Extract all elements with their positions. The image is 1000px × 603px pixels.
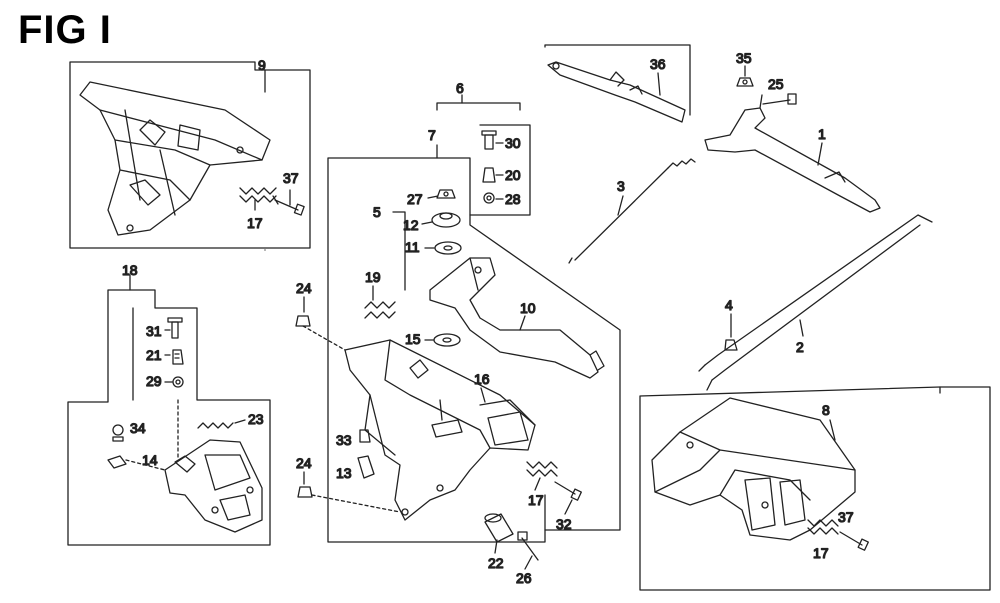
part-37-screw [272,195,305,216]
part-25-bolt [762,93,797,105]
part-20-clip [482,167,496,183]
group-9-frame [69,61,311,249]
callout-2: 2 [796,339,804,355]
part-24-bolt-bottom [297,486,401,513]
part-33-clip [359,429,371,443]
group-7-frame [327,144,621,543]
callout-19: 19 [365,269,381,285]
part-34-nut [112,424,124,442]
callout-24a: 24 [296,280,312,296]
callout-11: 11 [405,239,420,255]
callout-16: 16 [474,371,490,387]
callout-17c: 17 [813,545,829,561]
part-36-lever [547,61,686,123]
callout-36: 36 [650,56,666,72]
callout-30: 30 [505,135,521,151]
callout-33: 33 [336,432,352,448]
callout-31: 31 [146,323,162,339]
part-17-spring-right [807,519,839,535]
callout-5: 5 [373,204,381,220]
part-22-collar [484,513,514,543]
part-16-control-bracket [344,339,536,521]
callout-37a: 37 [283,170,299,186]
callout-17a: 17 [247,215,263,231]
part-2-control-rod [698,214,933,391]
callout-3: 3 [617,178,625,194]
callout-23: 23 [248,411,264,427]
callout-1: 1 [818,126,826,142]
part-32-screw [554,481,582,501]
part-28-nut [483,192,495,204]
callout-12: 12 [403,217,419,233]
group-18-frame [67,274,271,546]
part-15-washer [433,333,461,347]
callout-15: 15 [405,331,421,347]
part-4-clip [724,339,738,351]
part-18-governor-plate [164,399,263,533]
callout-20: 20 [505,167,521,183]
part-5-subframe [392,211,406,291]
callout-35: 35 [736,50,752,66]
callout-4: 4 [725,297,733,313]
part-10-lever [429,257,605,379]
callout-27: 27 [407,191,423,207]
callout-25: 25 [768,76,784,92]
group-6-subframe [469,124,531,216]
part-31-bolt [167,317,183,339]
callout-10: 10 [520,300,536,316]
callout-7: 7 [428,127,436,143]
part-11-washer [434,241,462,255]
part-27-nut [436,189,456,199]
group-36-frame [544,44,691,116]
part-14-clip [107,455,166,471]
callout-32: 32 [556,516,572,532]
part-37-screw-right [839,531,869,551]
callout-37b: 37 [838,509,854,525]
part-19-spring [364,301,396,319]
callout-21: 21 [146,347,162,363]
callout-8: 8 [822,402,830,418]
callout-28: 28 [505,191,521,207]
callout-29: 29 [146,373,162,389]
group-8-frame [639,386,991,591]
part-17-spring [239,187,277,203]
callout-24b: 24 [296,455,312,471]
callout-22: 22 [488,555,504,571]
part-9-control-base [79,81,271,236]
callout-26: 26 [516,570,532,586]
part-8-cover [651,397,856,541]
part-12-washer [431,212,461,228]
callout-34: 34 [130,420,146,436]
figure-title: FIG I [18,8,112,52]
part-30-bolt [481,130,497,150]
callout-18: 18 [122,262,138,278]
part-13-clip [357,455,375,479]
group-6-bracket [436,94,521,111]
part-21-clip [172,349,184,365]
callout-13: 13 [336,465,352,481]
part-26-bolt [517,531,539,561]
part-23-spring [197,419,246,429]
callout-9: 9 [258,57,266,73]
callout-6: 6 [456,80,464,96]
part-17-spring-center [526,461,558,477]
callout-14: 14 [142,452,158,468]
part-35-nut [736,77,754,87]
part-3-spring-rod [568,158,696,264]
part-29-nut [172,376,184,388]
callout-17b: 17 [528,492,544,508]
part-1-lever-arm [704,94,881,213]
part-24-bolt-top [295,315,346,351]
